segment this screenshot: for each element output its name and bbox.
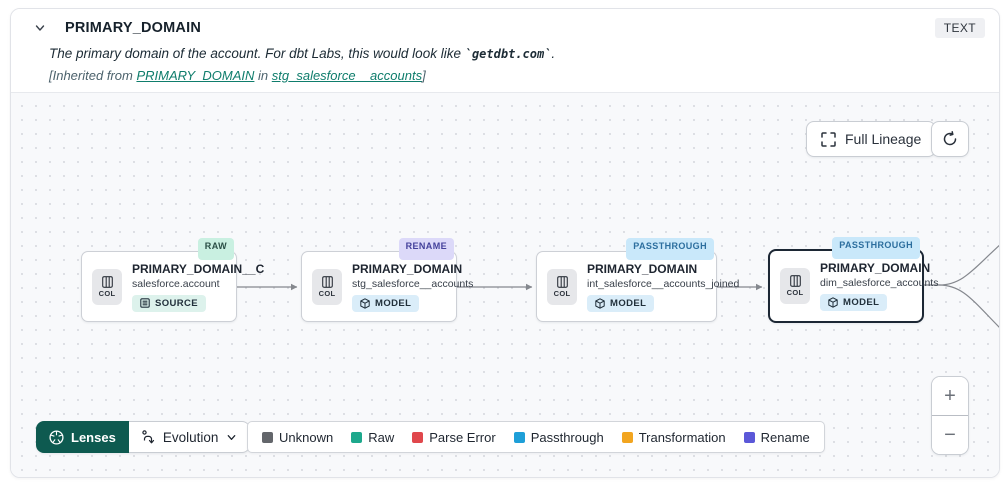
col-chip-label: COL xyxy=(786,288,804,297)
col-chip-label: COL xyxy=(553,288,571,298)
node-model-name: int_salesforce__accounts_joined xyxy=(587,277,740,290)
legend-label: Rename xyxy=(760,429,810,445)
inherited-column-link[interactable]: PRIMARY_DOMAIN xyxy=(136,68,255,83)
legend-swatch-raw xyxy=(351,431,363,443)
legend-item-unknown: Unknown xyxy=(262,430,333,445)
node-model-name: stg_salesforce__accounts xyxy=(352,277,474,290)
legend-item-parse-error: Parse Error xyxy=(412,429,496,445)
column-chip: COL xyxy=(92,268,122,305)
lineage-node-int-salesforce-accounts-joined[interactable]: PASSTHROUGH COL PRIMARY_DOMAIN int_sales… xyxy=(536,238,739,322)
model-icon xyxy=(828,297,838,308)
legend-swatch-parse-error xyxy=(412,431,424,443)
columns-icon xyxy=(789,275,801,287)
resource-type-badge: SOURCE xyxy=(132,294,207,312)
evolution-badge-raw: RAW xyxy=(197,238,234,260)
evolution-badge-rename: RENAME xyxy=(398,238,454,260)
columns-icon xyxy=(556,275,568,288)
legend-item-passthrough: Passthrough xyxy=(513,429,604,445)
column-chip: COL xyxy=(780,268,810,304)
node-model-name: salesforce.account xyxy=(132,277,220,290)
refresh-icon xyxy=(943,131,957,146)
inherited-from-line: [Inherited from PRIMARY_DOMAIN in stg_sa… xyxy=(49,68,985,83)
evolution-route-icon xyxy=(142,429,154,443)
columns-icon xyxy=(321,275,333,288)
model-icon xyxy=(360,297,370,309)
full-lineage-label: Full Lineage xyxy=(845,131,922,147)
legend-item-rename: Rename xyxy=(743,429,810,445)
inherited-suffix: ] xyxy=(422,68,426,83)
resource-type-badge: MODEL xyxy=(820,294,888,311)
zoom-out-button[interactable]: − xyxy=(932,416,968,454)
resource-type-label: MODEL xyxy=(843,297,880,308)
resource-type-label: MODEL xyxy=(375,297,412,309)
resource-type-badge: MODEL xyxy=(587,294,655,312)
column-details-widget: PRIMARY_DOMAIN TEXT The primary domain o… xyxy=(10,8,1000,478)
lineage-node-stg-salesforce-accounts[interactable]: RENAME COL PRIMARY_DOMAIN stg_salesforce… xyxy=(301,238,473,322)
column-chip: COL xyxy=(547,268,577,305)
lineage-node-salesforce-account[interactable]: RAW COL PRIMARY_DOMAIN__C salesforce.acc… xyxy=(81,238,264,322)
column-type-badge: TEXT xyxy=(934,18,985,38)
lenses-button[interactable]: Lenses xyxy=(36,421,129,453)
full-lineage-button[interactable]: Full Lineage xyxy=(806,121,937,157)
legend-label: Transformation xyxy=(638,429,726,445)
node-column-name: PRIMARY_DOMAIN xyxy=(587,261,698,276)
column-title: PRIMARY_DOMAIN xyxy=(65,20,201,36)
legend-swatch-rename xyxy=(743,431,755,443)
lens-dropdown[interactable]: Evolution xyxy=(128,421,251,453)
legend-swatch-passthrough xyxy=(513,431,525,443)
node-column-name: PRIMARY_DOMAIN xyxy=(352,261,463,276)
lineage-node-dim-salesforce-accounts[interactable]: PASSTHROUGH COL PRIMARY_DOMAIN dim_sales… xyxy=(768,237,938,323)
lens-toolbar: Lenses Evolution xyxy=(36,421,251,453)
column-chip: COL xyxy=(312,268,342,305)
zoom-control: + − xyxy=(931,376,969,455)
legend-swatch-transformation xyxy=(621,431,633,443)
expand-icon xyxy=(821,131,836,147)
lens-aperture-icon xyxy=(49,429,64,445)
source-icon xyxy=(140,298,150,308)
col-chip-label: COL xyxy=(98,288,116,298)
model-icon xyxy=(595,297,605,309)
node-column-name: PRIMARY_DOMAIN__C xyxy=(132,261,265,276)
lens-selected-label: Evolution xyxy=(162,429,219,445)
evolution-badge-passthrough: PASSTHROUGH xyxy=(626,238,714,260)
refresh-button[interactable] xyxy=(931,121,969,157)
col-chip-label: COL xyxy=(318,288,336,298)
inherited-middle: in xyxy=(254,68,272,83)
collapse-toggle[interactable] xyxy=(29,17,51,39)
legend-label: Parse Error xyxy=(429,429,496,445)
column-header: PRIMARY_DOMAIN TEXT The primary domain o… xyxy=(11,9,999,92)
legend-swatch-unknown xyxy=(262,431,273,443)
evolution-legend: Unknown Raw Parse Error Passthrough Tran… xyxy=(247,421,825,453)
legend-label: Raw xyxy=(368,429,395,445)
resource-type-label: MODEL xyxy=(610,297,647,309)
lineage-canvas[interactable]: Full Lineage RAW xyxy=(11,92,999,477)
legend-item-raw: Raw xyxy=(351,430,394,445)
column-description: The primary domain of the account. For d… xyxy=(49,46,985,61)
columns-icon xyxy=(101,275,113,288)
inherited-prefix: [Inherited from xyxy=(49,68,137,83)
node-column-name: PRIMARY_DOMAIN xyxy=(820,261,931,275)
node-model-name: dim_salesforce_accounts xyxy=(820,277,939,289)
inherited-model-link[interactable]: stg_salesforce__accounts xyxy=(271,68,423,83)
resource-type-badge: MODEL xyxy=(352,294,420,312)
description-text: The primary domain of the account. For d… xyxy=(49,46,465,61)
resource-type-label: SOURCE xyxy=(155,297,199,309)
lenses-label: Lenses xyxy=(71,429,116,445)
legend-label: Passthrough xyxy=(530,429,604,445)
description-code: `getdbt.com` xyxy=(464,47,552,61)
legend-label: Unknown xyxy=(279,429,334,445)
zoom-in-button[interactable]: + xyxy=(932,377,968,415)
legend-item-transformation: Transformation xyxy=(621,429,726,445)
zoom-divider xyxy=(932,415,968,416)
description-period: . xyxy=(551,46,556,61)
chevron-down-icon xyxy=(35,25,45,31)
evolution-badge-passthrough: PASSTHROUGH xyxy=(832,237,920,259)
chevron-down-icon xyxy=(228,434,236,440)
